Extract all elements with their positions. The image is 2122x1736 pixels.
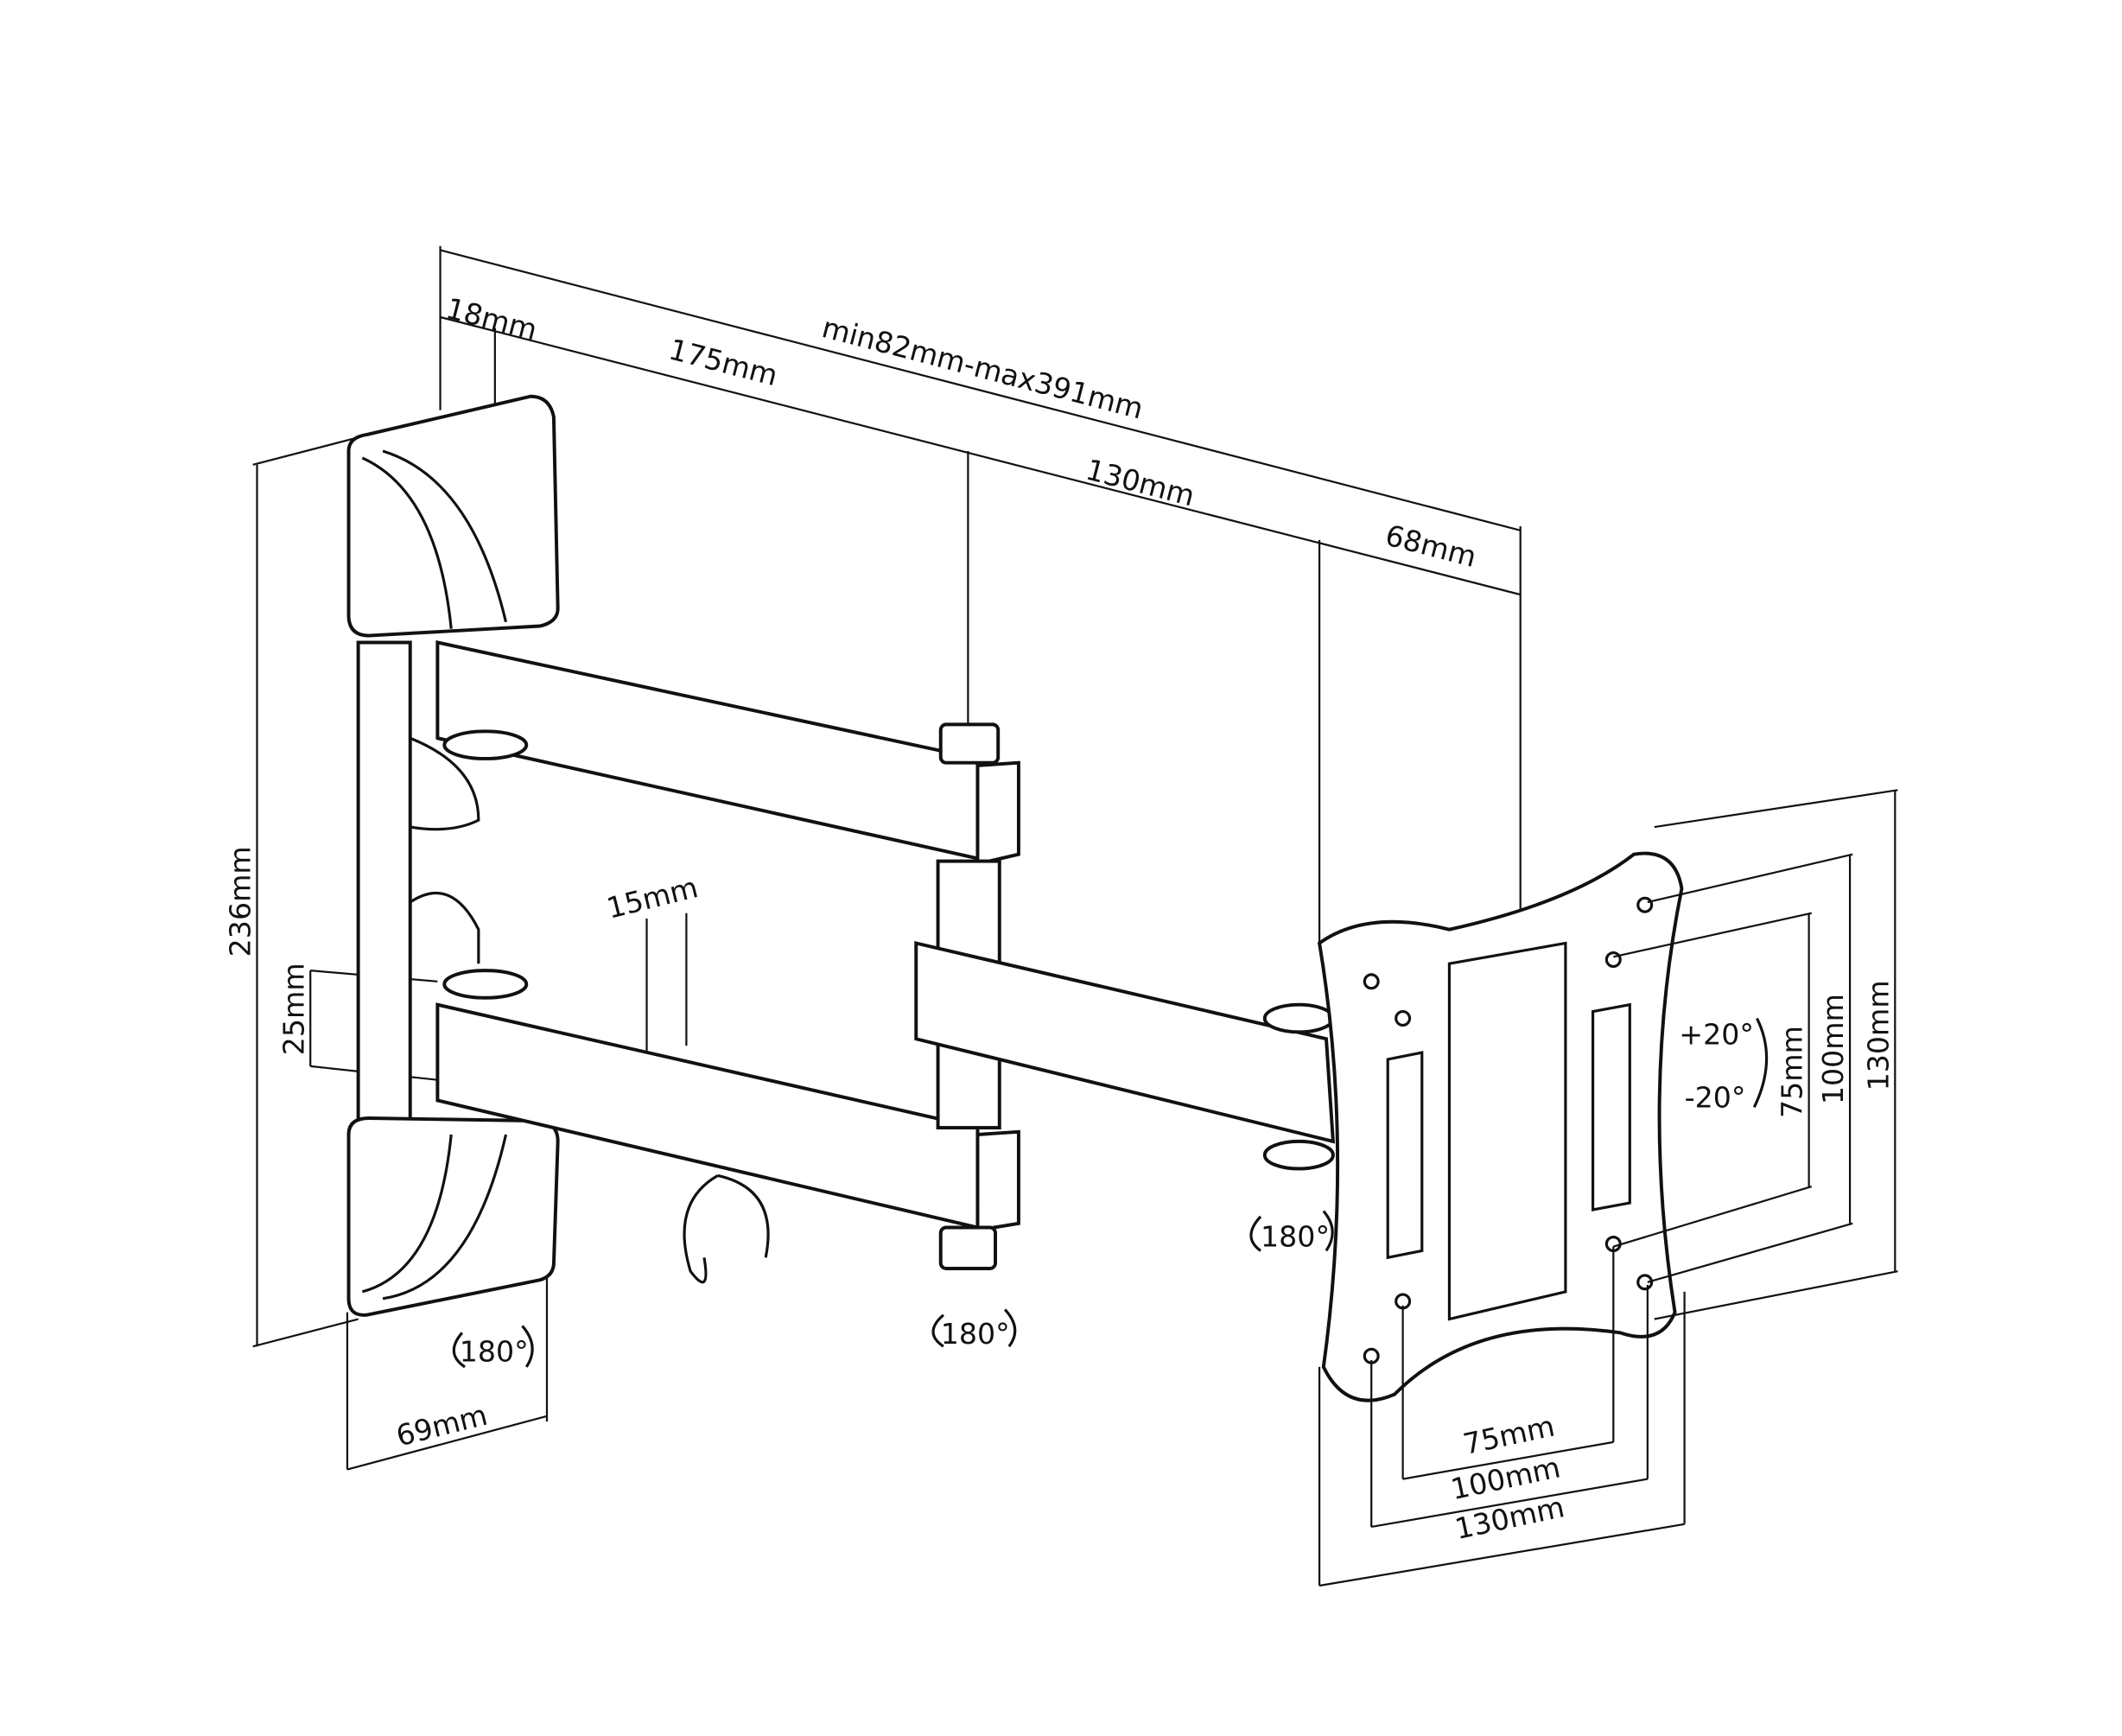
vesa-plate	[1317, 851, 1684, 1402]
tilt-down-label: -20°	[1685, 1080, 1746, 1114]
dim-vesa-v-75: 75mm	[1776, 1026, 1809, 1118]
dim-vesa-v-130: 130mm	[1861, 980, 1895, 1091]
head-swivel-label: 180°	[1261, 1220, 1330, 1254]
dim-236mm: 236mm	[224, 846, 257, 957]
dim-130mm-arm: 130mm	[1083, 453, 1198, 513]
vesa-dimension-lines	[1318, 789, 1898, 1587]
arms	[435, 640, 1336, 1284]
dim-25mm: 25mm	[276, 963, 310, 1055]
rotation-icon-arm	[931, 1308, 1017, 1348]
rotation-icon-wall	[452, 1325, 534, 1369]
arm-swivel-label: 180°	[941, 1317, 1010, 1351]
wall-swivel-label: 180°	[460, 1335, 529, 1369]
tilt-up-label: +20°	[1679, 1018, 1754, 1052]
rotation-icon-head	[1249, 1210, 1334, 1252]
dim-total-extension: min82mm-max391mm	[818, 310, 1147, 425]
dim-175mm: 175mm	[665, 332, 781, 392]
dim-18mm: 18mm	[442, 291, 540, 347]
wall-plate	[346, 394, 560, 1317]
dim-68mm: 68mm	[1382, 518, 1479, 575]
dim-vesa-v-100: 100mm	[1816, 994, 1850, 1104]
tilt-arrow-icon	[1752, 1017, 1769, 1109]
